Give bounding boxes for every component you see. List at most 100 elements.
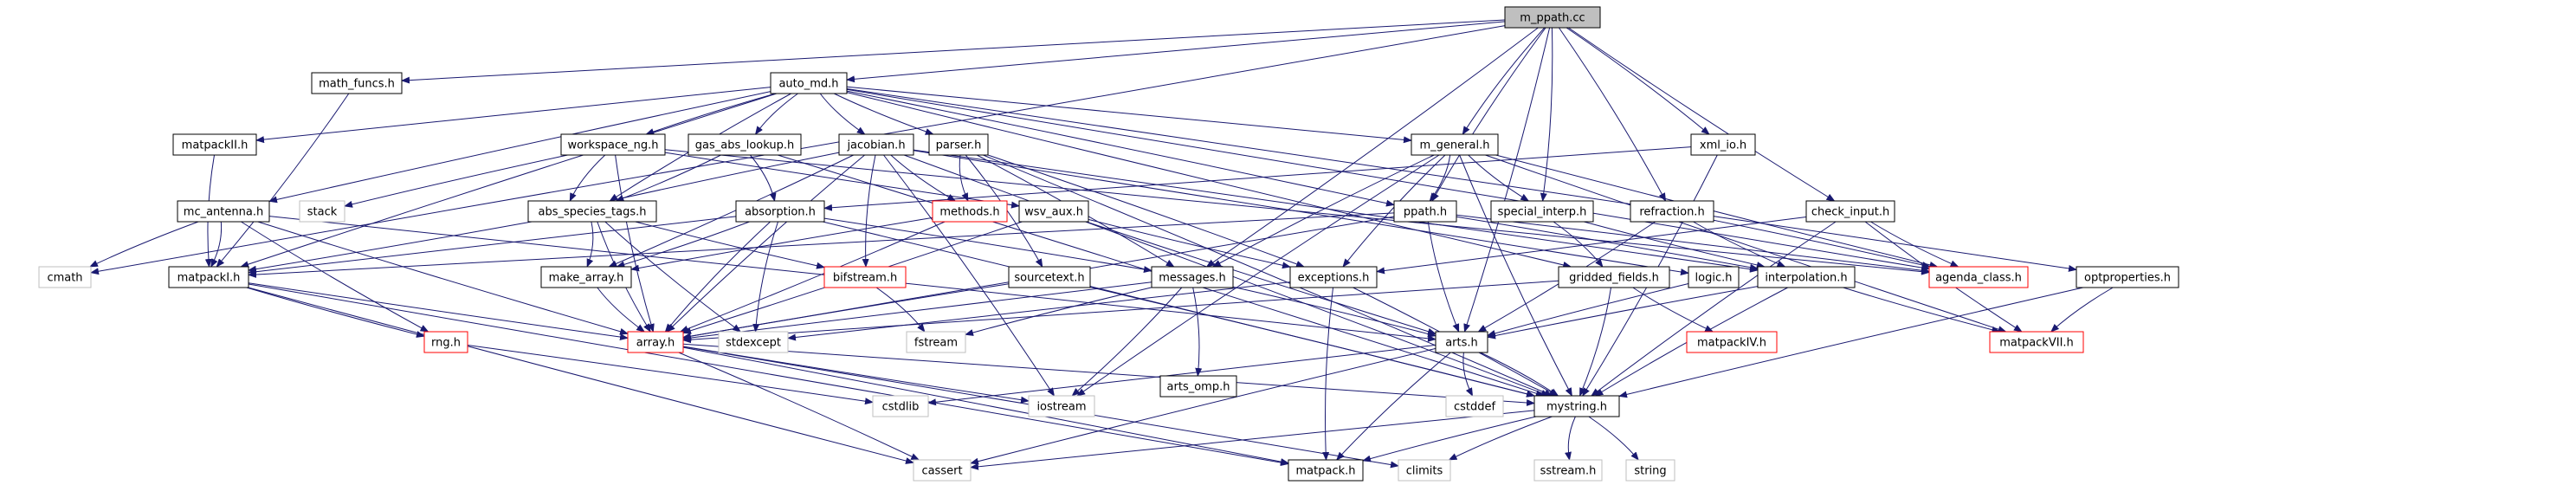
node-math_funcs_h[interactable]: math_funcs.h xyxy=(311,72,403,94)
node-box xyxy=(527,200,657,223)
node-label: arts.h xyxy=(1445,337,1478,350)
edges-layer xyxy=(88,19,2114,470)
node-mc_antenna_h[interactable]: mc_antenna.h xyxy=(177,200,270,223)
node-gridded_fields_h[interactable]: gridded_fields.h xyxy=(1558,266,1670,288)
edge-mc_antenna_h-to-rng_h xyxy=(241,221,429,333)
node-check_input_h[interactable]: check_input.h xyxy=(1805,200,1895,223)
node-matpackII_h[interactable]: matpackII.h xyxy=(172,133,257,156)
node-abs_species_tags_h[interactable]: abs_species_tags.h xyxy=(527,200,657,223)
node-box xyxy=(1928,266,2029,288)
edge-absorption_h-to-array_h xyxy=(664,221,771,333)
node-messages_h[interactable]: messages.h xyxy=(1151,266,1234,288)
node-label: parser.h xyxy=(936,139,982,152)
node-auto_md_h[interactable]: auto_md.h xyxy=(770,72,848,94)
node-label: agenda_class.h xyxy=(1935,272,2022,285)
node-m_general_h[interactable]: m_general.h xyxy=(1411,133,1499,156)
node-agenda_class_h[interactable]: agenda_class.h xyxy=(1928,266,2029,288)
node-methods_h[interactable]: methods.h xyxy=(932,200,1008,223)
node-box xyxy=(1989,331,2084,353)
edge-jacobian_h-to-bifstream_h xyxy=(862,154,876,268)
node-box xyxy=(1008,266,1091,288)
node-exceptions_h[interactable]: exceptions.h xyxy=(1289,266,1378,288)
node-label: matpackVII.h xyxy=(1999,337,2074,350)
node-refraction_h[interactable]: refraction.h xyxy=(1630,200,1714,223)
node-matpack_h[interactable]: matpack.h xyxy=(1288,459,1364,482)
edge-m_ppath_cc-to-refraction_h xyxy=(1558,27,1667,202)
edge-mystring_h-to-matpack_h xyxy=(1362,416,1537,462)
node-matpackVII_h[interactable]: matpackVII.h xyxy=(1989,331,2084,353)
node-string: string xyxy=(1625,459,1675,482)
node-label: stack xyxy=(307,206,338,219)
edge-auto_md_h-to-parser_h xyxy=(833,93,934,135)
node-wsv_aux_h[interactable]: wsv_aux.h xyxy=(1018,200,1089,223)
edge-auto_md_h-to-gridded_fields_h xyxy=(846,92,1572,268)
node-cstddef: cstddef xyxy=(1445,395,1504,417)
edge-workspace_ng_h-to-stack xyxy=(344,154,568,208)
edge-workspace_ng_h-to-array_h xyxy=(615,154,655,333)
edge-m_general_h-to-special_interp_h xyxy=(1468,154,1530,202)
node-cstdlib: cstdlib xyxy=(872,395,929,417)
node-box xyxy=(1558,266,1670,288)
node-arts_h[interactable]: arts.h xyxy=(1435,331,1488,353)
node-ppath_h[interactable]: ppath.h xyxy=(1393,200,1457,223)
edge-matpackI_h-to-rng_h xyxy=(246,287,425,338)
node-label: gas_abs_lookup.h xyxy=(695,139,795,152)
node-label: jacobian.h xyxy=(846,139,905,152)
edge-mystring_h-to-climits xyxy=(1448,416,1553,461)
node-label: sourcetext.h xyxy=(1014,272,1084,285)
node-label: m_ppath.cc xyxy=(1520,12,1585,25)
edge-auto_md_h-to-agenda_class_h xyxy=(846,88,1930,271)
node-label: xml_io.h xyxy=(1700,139,1746,152)
node-gas_abs_lookup_h[interactable]: gas_abs_lookup.h xyxy=(688,133,802,156)
node-absorption_h[interactable]: absorption.h xyxy=(735,200,825,223)
edge-gridded_fields_h-to-array_h xyxy=(682,280,1559,344)
node-stack: stack xyxy=(299,200,345,223)
node-label: gridded_fields.h xyxy=(1569,272,1659,285)
node-mystring_h[interactable]: mystring.h xyxy=(1533,395,1620,417)
node-box xyxy=(172,133,257,156)
edge-bifstream_h-to-fstream xyxy=(875,287,926,333)
node-xml_io_h[interactable]: xml_io.h xyxy=(1690,133,1756,156)
node-parser_h[interactable]: parser.h xyxy=(928,133,989,156)
node-jacobian_h[interactable]: jacobian.h xyxy=(838,133,914,156)
edge-auto_md_h-to-matpackII_h xyxy=(255,87,772,144)
edge-workspace_ng_h-to-map xyxy=(569,154,606,202)
node-matpackIV_h[interactable]: matpackIV.h xyxy=(1686,331,1778,353)
node-label: make_array.h xyxy=(549,272,624,285)
node-box xyxy=(168,266,249,288)
node-label: math_funcs.h xyxy=(319,78,395,91)
node-matpackI_h[interactable]: matpackI.h xyxy=(168,266,249,288)
node-interpolation_h[interactable]: interpolation.h xyxy=(1757,266,1856,288)
node-make_array_h[interactable]: make_array.h xyxy=(540,266,632,288)
node-label: cstdlib xyxy=(882,401,920,414)
node-label: fstream xyxy=(914,337,958,350)
node-m_ppath_cc[interactable]: m_ppath.cc xyxy=(1504,6,1601,29)
node-label: wsv_aux.h xyxy=(1024,206,1083,219)
node-label: climits xyxy=(1406,465,1443,478)
node-label: auto_md.h xyxy=(778,78,838,91)
edge-matpackI_h-to-cassert xyxy=(248,287,914,464)
edge-special_interp_h-to-interpolation_h xyxy=(1584,221,1766,268)
node-optproperties_h[interactable]: optproperties.h xyxy=(2076,266,2179,288)
edge-m_ppath_cc-to-messages_h xyxy=(1205,27,1539,268)
edge-jacobian_h-to-methods_h xyxy=(890,154,957,202)
edge-mystring_h-to-sstream_h xyxy=(1565,416,1576,461)
edge-auto_md_h-to-mc_antenna_h xyxy=(268,91,772,204)
edge-logic_h-to-arts_h xyxy=(1487,283,1689,337)
node-logic_h[interactable]: logic.h xyxy=(1688,266,1740,288)
node-rng_h[interactable]: rng.h xyxy=(423,331,468,353)
node-sourcetext_h[interactable]: sourcetext.h xyxy=(1008,266,1091,288)
node-box xyxy=(1630,200,1714,223)
edge-m_general_h-to-messages_h xyxy=(1211,154,1435,268)
node-arts_omp_h[interactable]: arts_omp.h xyxy=(1159,375,1237,398)
edge-auto_md_h-to-gas_abs_lookup_h xyxy=(754,93,798,135)
node-bifstream_h[interactable]: bifstream.h xyxy=(823,266,907,288)
node-label: cstddef xyxy=(1454,401,1496,414)
node-label: workspace_ng.h xyxy=(568,139,659,152)
node-workspace_ng_h[interactable]: workspace_ng.h xyxy=(560,133,666,156)
node-array_h[interactable]: array.h xyxy=(627,331,684,353)
edge-parser_h-to-methods_h xyxy=(959,154,969,202)
node-label: sstream.h xyxy=(1540,465,1597,478)
node-special_interp_h[interactable]: special_interp.h xyxy=(1490,200,1594,223)
node-box xyxy=(932,200,1008,223)
